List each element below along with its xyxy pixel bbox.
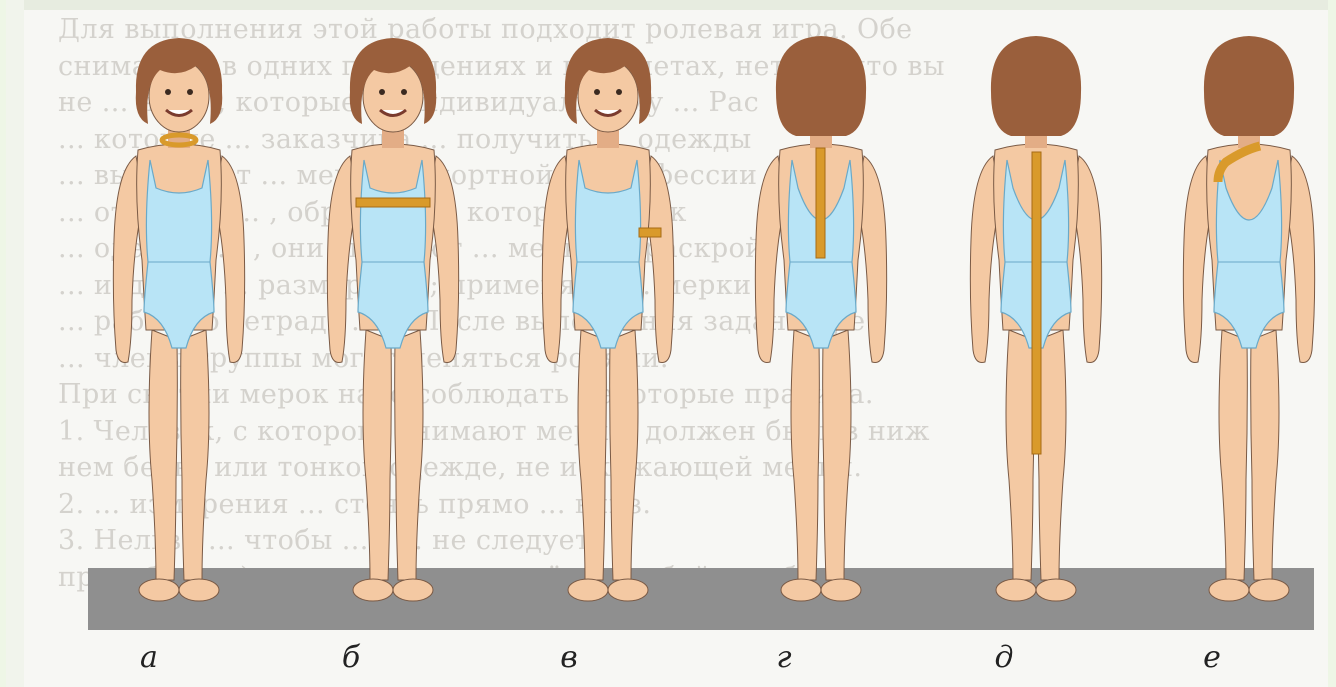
figure-shoulder <box>1134 0 1328 660</box>
figure-full-back-length <box>921 0 1151 660</box>
scan-edge-left <box>6 0 24 687</box>
body-illustration <box>278 0 508 660</box>
figure-caption: г <box>754 640 814 675</box>
body-illustration <box>921 0 1151 660</box>
body-illustration <box>493 0 723 660</box>
figure-caption: а <box>119 640 179 675</box>
figure-arm <box>493 0 723 660</box>
body-illustration <box>706 0 936 660</box>
figure-caption: в <box>539 640 599 675</box>
figure-chest <box>278 0 508 660</box>
figure-back-length <box>706 0 936 660</box>
body-illustration <box>1134 0 1328 660</box>
figure-caption: б <box>321 640 381 675</box>
figure-neck <box>64 0 294 660</box>
figure-caption: д <box>974 640 1034 675</box>
body-illustration <box>64 0 294 660</box>
figure-caption: е <box>1182 640 1242 675</box>
page-scan: Для выполнения этой работы подходит роле… <box>6 0 1328 687</box>
